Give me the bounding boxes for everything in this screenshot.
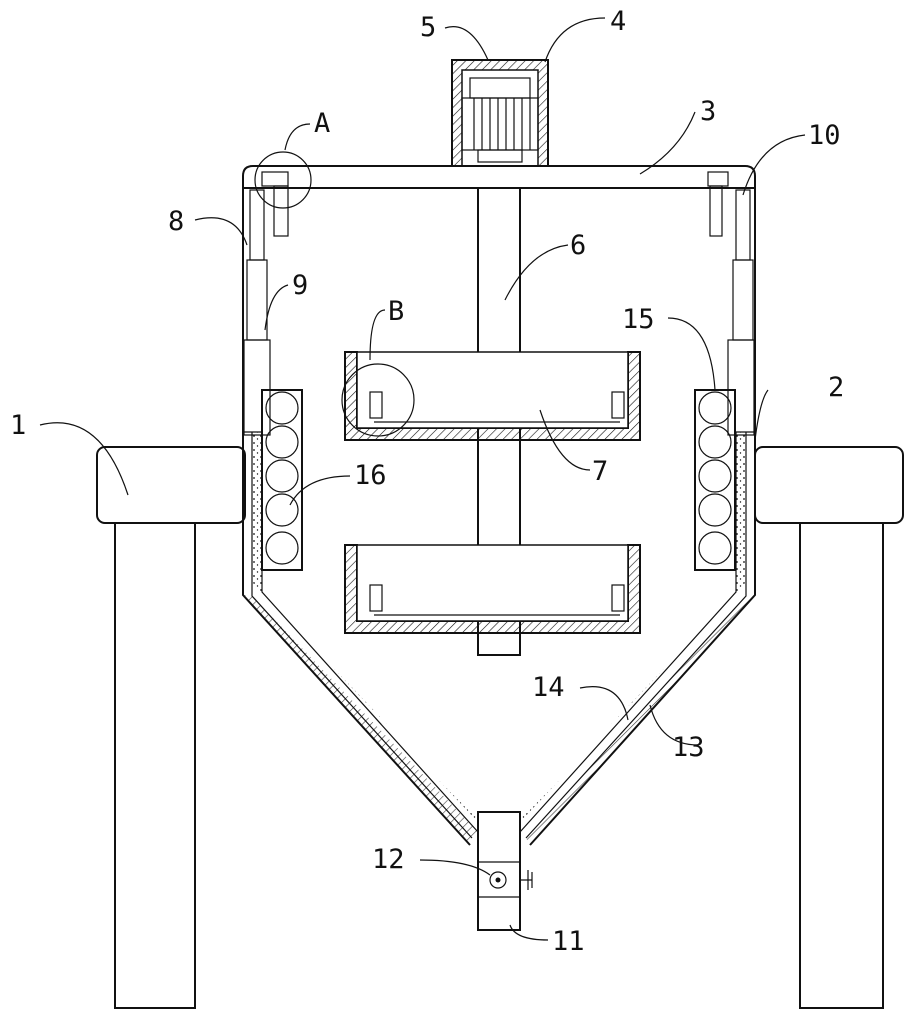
label-13: 13 [672,732,705,763]
right-roller-column [695,390,735,570]
right-cylinder [708,172,754,435]
label-16: 16 [354,460,387,491]
label-12: 12 [372,844,405,875]
label-a: A [314,108,330,139]
label-6: 6 [570,230,586,261]
left-roller-column [262,390,302,570]
left-cylinder [244,172,288,435]
label-8: 8 [168,206,184,237]
outlet-pipe [478,812,532,930]
label-4: 4 [610,6,626,37]
label-1: 1 [10,410,26,441]
label-11: 11 [552,926,585,957]
upper-paddle [342,352,640,440]
label-15: 15 [622,304,655,335]
lower-paddle [345,545,640,633]
label-7: 7 [592,456,608,487]
label-3: 3 [700,96,716,127]
detail-circle-a [255,152,311,208]
lid [243,166,755,188]
leader-lines [40,18,805,940]
left-support [97,447,245,1008]
label-5: 5 [420,12,436,43]
label-10: 10 [808,120,841,151]
label-b: B [388,296,404,327]
label-2: 2 [828,372,844,403]
label-9: 9 [292,270,308,301]
label-14: 14 [532,672,565,703]
right-support [755,447,903,1008]
